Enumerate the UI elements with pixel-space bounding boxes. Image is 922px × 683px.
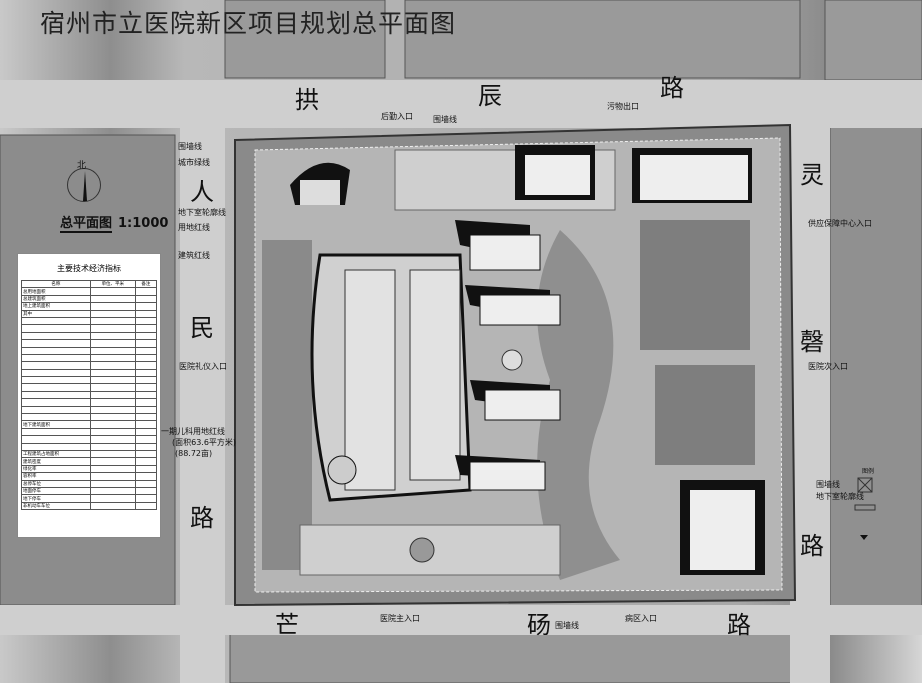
road-west-char: 人 <box>190 178 214 206</box>
table-title: 主要技术经济指标 <box>57 264 121 273</box>
logistics-entrance-label: 后勤入口 <box>381 112 413 121</box>
row-label: 总用地面积 <box>21 287 91 296</box>
row-label: 总建筑面积 <box>21 294 91 304</box>
north-arrow-icon <box>67 168 101 202</box>
table-row: 总用地面积 <box>21 287 158 296</box>
table-row: 总停车位 <box>21 479 158 488</box>
row-label: 其中 <box>21 309 91 318</box>
row-label: 绿化率 <box>21 464 91 474</box>
road-west-char: 民 <box>190 314 214 342</box>
row-label: 容积率 <box>21 472 91 481</box>
road-south-char: 砀 <box>527 611 551 639</box>
tech-indicators-table: 主要技术经济指标 名称 单位、平米 备注 总用地面积 总建筑面积 地上建筑面积 … <box>17 253 161 538</box>
table-row: 绿化率 <box>21 464 158 474</box>
table-row: 其中 <box>21 309 158 318</box>
north-label: 北 <box>77 161 87 171</box>
row-label: 地面停车 <box>21 486 91 496</box>
road-east-char: 磬 <box>800 328 824 356</box>
table-header: 名称 <box>21 279 91 289</box>
row-label: 建筑密度 <box>21 457 91 466</box>
ceremonial-entrance-label: 医院礼仪入口 <box>179 362 227 371</box>
table-row: 工程建筑占地面积 <box>21 449 158 459</box>
row-label: 地下建筑面积 <box>21 420 91 429</box>
table-row: 地面停车 <box>21 486 158 496</box>
table-row: 地上建筑面积 <box>21 302 158 311</box>
waste-exit-label: 污物出口 <box>607 102 639 111</box>
pediatric-area2-label: (88.72亩) <box>175 449 213 458</box>
row-label: 工程建筑占地面积 <box>21 449 91 459</box>
basement-outline-label: 地下室轮廓线 <box>178 208 226 217</box>
row-label: 非机动车车位 <box>21 501 91 511</box>
land-red-line-label: 用地红线 <box>178 223 210 232</box>
table-row: 容积率 <box>21 472 158 481</box>
building-red-line-label: 建筑红线 <box>178 251 210 260</box>
wall-line-label: 围墙线 <box>178 142 202 151</box>
supply-center-entrance-label: 供应保障中心入口 <box>808 219 872 228</box>
pediatric-line-label: 一期儿科用地红线 <box>161 427 225 436</box>
table-header-row: 名称 单位、平米 备注 <box>21 279 158 289</box>
main-entrance-label: 医院主入口 <box>380 614 420 623</box>
scale-label: 总平面图 1:1000 <box>60 212 169 233</box>
table-header: 单位、平米 <box>89 279 136 289</box>
table-row: 地下建筑面积 <box>21 420 158 429</box>
table-row: 总建筑面积 <box>21 294 158 304</box>
scale-ratio: 1:1000 <box>118 216 169 231</box>
row-label: 地上建筑面积 <box>21 302 91 311</box>
table-header: 备注 <box>134 279 158 289</box>
pediatric-area-label: (面积63.6平方米) <box>172 438 237 447</box>
legend-title: 图例 <box>862 468 875 475</box>
road-south-char: 芒 <box>275 611 299 639</box>
road-east-char: 路 <box>800 532 824 560</box>
road-south-char: 路 <box>727 611 751 639</box>
road-west-char: 路 <box>190 504 214 532</box>
ward-entrance-label: 病区入口 <box>625 614 657 623</box>
row-label: 总停车位 <box>21 479 91 488</box>
wall-line-label: 围墙线 <box>816 480 840 489</box>
wall-line-label: 围墙线 <box>433 115 457 124</box>
table-row: 地下停车 <box>21 494 158 503</box>
row-label: 地下停车 <box>21 494 91 503</box>
road-east-char: 灵 <box>800 161 824 189</box>
table-row: 非机动车车位 <box>21 501 158 511</box>
basement-outline-label: 地下室轮廓线 <box>816 492 864 501</box>
scale-title: 总平面图 <box>60 216 113 233</box>
secondary-entrance-label: 医院次入口 <box>808 362 848 371</box>
page-title: 宿州市立医院新区项目规划总平面图 <box>40 9 457 38</box>
city-green-line-label: 城市绿线 <box>178 158 210 167</box>
road-north-char: 拱 <box>295 86 319 114</box>
table-row: 建筑密度 <box>21 457 158 466</box>
road-north-char: 路 <box>660 74 684 102</box>
road-north-char: 辰 <box>478 82 502 110</box>
wall-line-label: 围墙线 <box>555 621 579 630</box>
